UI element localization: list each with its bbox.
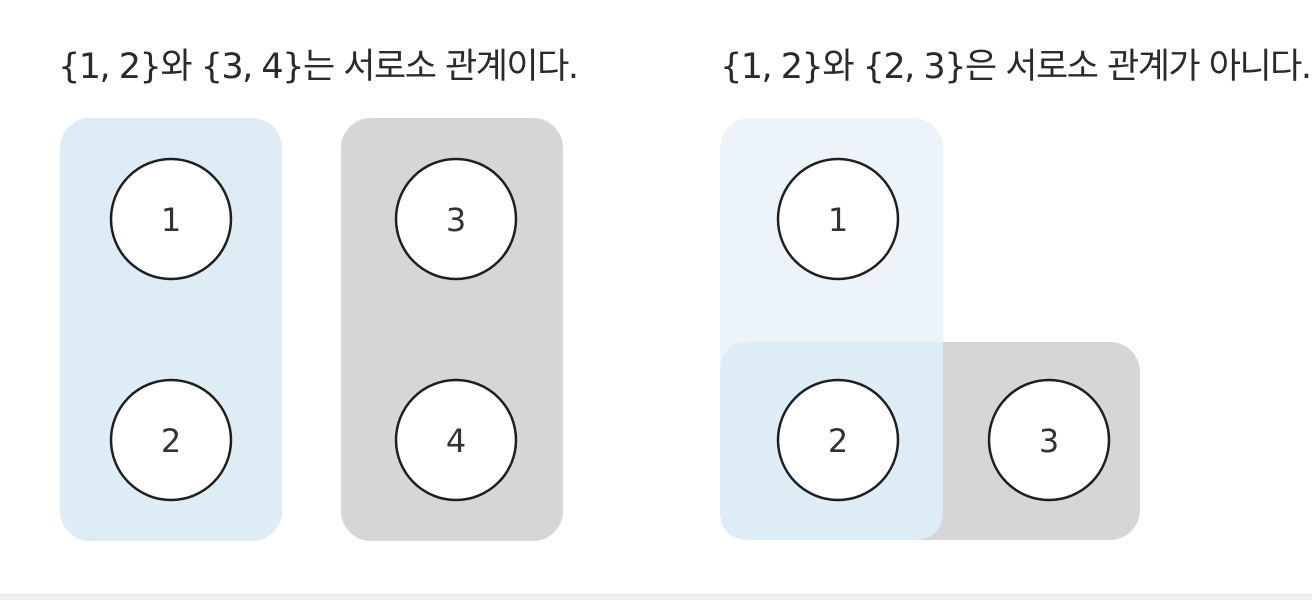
caption-not-disjoint: {1, 2}와 {2, 3}은 서로소 관계가 아니다. [720,47,1312,87]
element-label: 2 [828,422,848,460]
element-node-2: 2 [776,378,900,502]
element-label: 4 [446,422,466,460]
element-node-2: 2 [109,378,233,502]
element-node-1: 1 [776,157,900,281]
element-node-4: 4 [394,378,518,502]
right-diagram: 1 2 3 [720,118,1140,540]
element-label: 1 [161,201,181,239]
element-node-3: 3 [987,378,1111,502]
bottom-divider [0,594,1312,600]
element-label: 1 [828,201,848,239]
element-node-1: 1 [109,157,233,281]
element-label: 3 [446,201,466,239]
left-diagram: 1 2 3 4 [60,118,563,541]
element-label: 2 [161,422,181,460]
caption-disjoint: {1, 2}와 {3, 4}는 서로소 관계이다. [58,47,579,87]
element-node-3: 3 [394,157,518,281]
element-label: 3 [1039,422,1059,460]
